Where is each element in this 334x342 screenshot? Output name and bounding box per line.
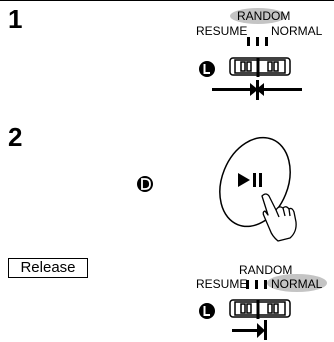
normal-highlight bbox=[267, 274, 327, 292]
random-highlight bbox=[230, 8, 286, 24]
step3-ticks bbox=[246, 280, 267, 289]
step1-ticks bbox=[247, 37, 268, 46]
step2-circle-D-icon bbox=[137, 176, 153, 192]
step1-normal-label: NORMAL bbox=[271, 24, 323, 38]
step1-resume-label: RESUME bbox=[196, 24, 248, 38]
step1-switch-icon bbox=[229, 57, 291, 77]
step1-circle-L-icon bbox=[199, 61, 215, 77]
step-1-number: 1 bbox=[8, 4, 23, 34]
step3-normal-label: NORMAL bbox=[271, 277, 323, 291]
top-rule bbox=[0, 0, 334, 1]
step1-random-label: RANDOM bbox=[237, 9, 291, 23]
pointing-hand-icon bbox=[261, 193, 297, 242]
step-2-number: 2 bbox=[8, 122, 23, 152]
step3-resume-label: RESUME bbox=[196, 277, 248, 291]
step3-switch-icon bbox=[229, 299, 291, 319]
release-label-box: Release bbox=[8, 258, 88, 278]
slide-arrow-icon bbox=[232, 320, 267, 340]
step1-arrows-icon bbox=[212, 80, 302, 100]
step3-random-label: RANDOM bbox=[239, 263, 293, 277]
step3-circle-L-icon bbox=[199, 303, 215, 319]
